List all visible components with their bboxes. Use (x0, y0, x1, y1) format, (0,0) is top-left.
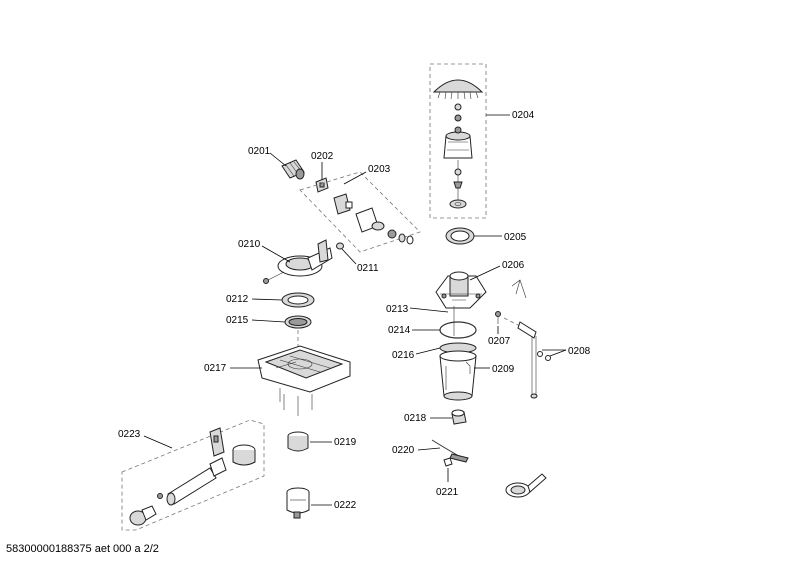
label-0211: 0211 (357, 263, 379, 274)
part-0211: 0211 (336, 242, 379, 274)
label-0209: 0209 (492, 364, 515, 375)
label-0218: 0218 (404, 413, 427, 424)
label-0215: 0215 (226, 315, 249, 326)
label-0202: 0202 (311, 151, 334, 162)
label-0203: 0203 (368, 164, 391, 175)
part-0212: 0212 (226, 292, 315, 308)
label-0206: 0206 (502, 260, 525, 271)
label-0208: 0208 (568, 346, 591, 357)
document-id: 58300000188375 aet 000 a 2/2 (6, 543, 159, 555)
part-group-0203: 0203 (299, 164, 421, 253)
label-0214: 0214 (388, 325, 411, 336)
label-0201: 0201 (248, 146, 271, 157)
label-0212: 0212 (226, 294, 249, 305)
part-0207: 0207 (488, 311, 511, 347)
label-0221: 0221 (436, 487, 459, 498)
part-0206: 0206 (435, 260, 527, 309)
part-0210: 0210 (238, 239, 333, 284)
part-0221: 0221 (436, 457, 459, 498)
part-0202: 0202 (311, 151, 334, 193)
part-0209: 0209 (439, 350, 515, 401)
part-0201: 0201 (248, 146, 305, 180)
label-0222: 0222 (334, 500, 357, 511)
part-0217: 0217 (204, 345, 351, 416)
label-0217: 0217 (204, 363, 227, 374)
part-0215: 0215 (226, 315, 312, 329)
part-0220: 0220 (392, 439, 469, 463)
label-0223: 0223 (118, 429, 141, 440)
part-0205: 0205 (445, 227, 527, 245)
label-0207: 0207 (488, 336, 511, 347)
label-0204: 0204 (512, 110, 535, 121)
part-0218: 0218 (404, 409, 467, 425)
label-0220: 0220 (392, 445, 415, 456)
part-0214: 0214 (388, 321, 477, 339)
label-0205: 0205 (504, 232, 527, 243)
part-group-0223: 0223 (118, 419, 265, 531)
part-0219: 0219 (287, 431, 357, 452)
part-0222: 0222 (286, 487, 357, 519)
label-0216: 0216 (392, 350, 415, 361)
label-0219: 0219 (334, 437, 357, 448)
label-0213: 0213 (386, 304, 409, 315)
part-0213: 0213 (386, 304, 455, 336)
measuring-spoon (505, 473, 547, 498)
part-0208: 0208 (503, 317, 591, 399)
label-0210: 0210 (238, 239, 261, 250)
part-group-0204: 0204 (429, 63, 535, 219)
